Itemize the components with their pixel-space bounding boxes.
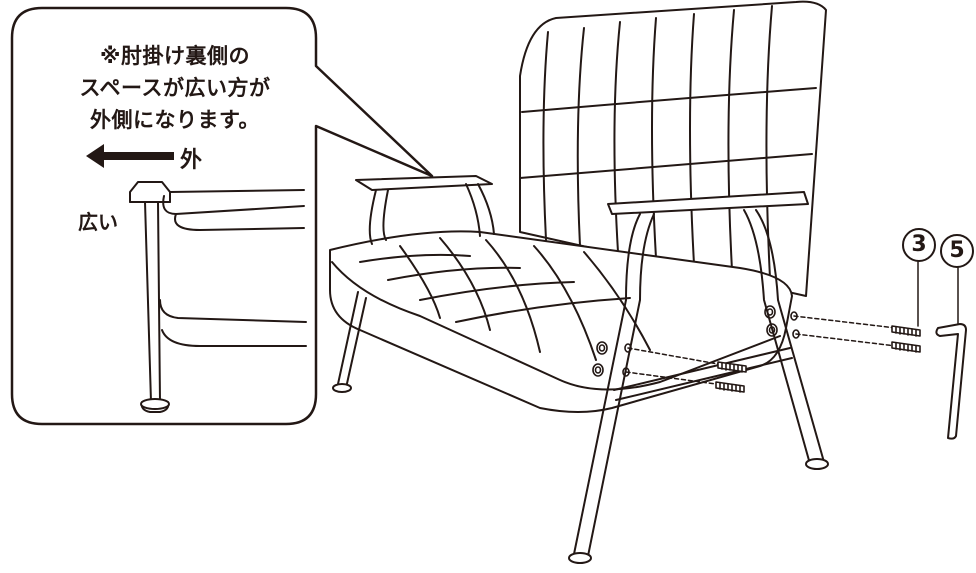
arrow-left-icon <box>86 144 174 168</box>
wide-label: 広い <box>78 210 118 234</box>
callout-line-3: 外側になります。 <box>90 108 260 132</box>
outside-label: 外 <box>180 148 203 173</box>
callout-bubble <box>10 6 434 426</box>
part-number-screw: 3 <box>902 228 936 262</box>
sofa <box>329 0 897 564</box>
callout-line-1: ※肘掛け裏側の <box>100 44 250 68</box>
part-number-wrench: 5 <box>940 234 974 268</box>
hex-wrench-icon <box>935 323 967 440</box>
callout-line-2: スペースが広い方が <box>79 76 271 100</box>
leg-closeup <box>129 181 307 413</box>
screw-icon <box>715 325 921 393</box>
